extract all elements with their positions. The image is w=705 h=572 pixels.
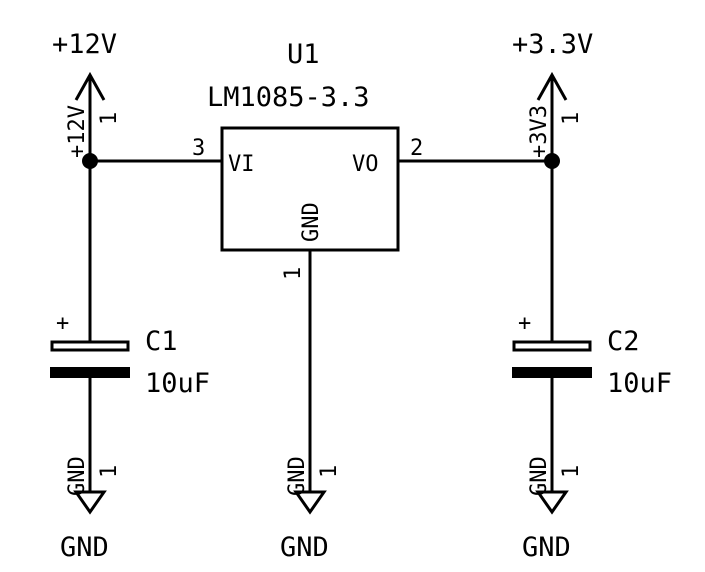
cap-right-polarity: + (518, 311, 531, 336)
regulator-value: LM1085-3.3 (207, 82, 370, 113)
junction-dot-right (544, 153, 560, 169)
cap-right-value: 10uF (607, 368, 672, 399)
power-symbol-3v3: +3.3V +3V3 1 (512, 29, 593, 158)
regulator-body (220, 126, 400, 252)
capacitor-c2: + C2 10uF (512, 311, 672, 399)
ground-icon (73, 490, 107, 515)
cap-left-ref: C1 (145, 326, 178, 357)
ground-symbol-left: GND 1 GND (60, 456, 122, 563)
regulator-pin-gnd-num: 1 (281, 267, 306, 280)
gnd-right-label: GND (522, 532, 571, 563)
regulator-pin-in-num: 3 (192, 136, 205, 161)
gnd-left-label: GND (60, 532, 109, 563)
cap-right-ref: C2 (607, 326, 640, 357)
ground-symbol-right: GND 1 GND (522, 456, 584, 563)
supply-left-pin-num: 1 (97, 112, 122, 125)
power-arrow-icon (74, 71, 106, 101)
junction-dot-left (82, 153, 98, 169)
supply-left-pin-name: +12V (65, 105, 90, 158)
supply-right-label: +3.3V (512, 29, 593, 60)
capacitor-plate-negative (50, 367, 130, 378)
regulator-pin-out-num: 2 (410, 136, 423, 161)
capacitor-c1: + C1 10uF (50, 311, 210, 399)
gnd-mid-pin-name: GND (285, 456, 310, 496)
gnd-right-pin-name: GND (527, 456, 552, 496)
regulator-u1: U1 LM1085-3.3 VI 3 VO 2 GND 1 (192, 39, 423, 280)
gnd-left-pin-num: 1 (97, 465, 122, 478)
ground-icon (293, 490, 327, 515)
power-symbol-12v: +12V +12V 1 (52, 29, 122, 158)
supply-left-label: +12V (52, 29, 117, 60)
wires (88, 75, 554, 492)
regulator-pin-gnd-name: GND (299, 202, 324, 242)
power-arrow-icon (536, 71, 568, 101)
gnd-mid-label: GND (280, 532, 329, 563)
capacitor-plate-positive (50, 340, 130, 352)
ground-icon (535, 490, 569, 515)
regulator-pin-out-name: VO (352, 152, 379, 177)
ground-symbol-mid: GND 1 GND (280, 456, 342, 563)
supply-right-pin-name: +3V3 (527, 105, 552, 158)
cap-left-polarity: + (56, 311, 69, 336)
capacitor-plate-negative (512, 367, 592, 378)
gnd-right-pin-num: 1 (559, 465, 584, 478)
gnd-mid-pin-num: 1 (317, 465, 342, 478)
gnd-left-pin-name: GND (65, 456, 90, 496)
regulator-ref: U1 (287, 39, 320, 70)
cap-left-value: 10uF (145, 368, 210, 399)
regulator-pin-in-name: VI (228, 152, 255, 177)
supply-right-pin-num: 1 (559, 112, 584, 125)
capacitor-plate-positive (512, 340, 592, 352)
